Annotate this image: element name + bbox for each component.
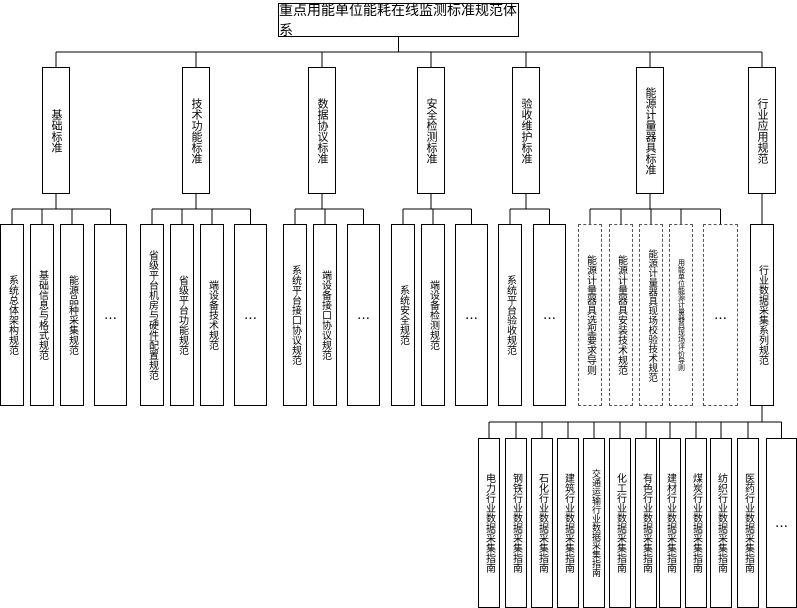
- standard-box: 基础信息与格式规范: [30, 224, 54, 406]
- industry-guide-box: 建材行业数据采集指南: [659, 438, 681, 608]
- standard-label: 端设备检测规范: [427, 280, 439, 350]
- category-label: 验收维护标准: [520, 97, 534, 164]
- standard-label: 省级平台功能规范: [176, 275, 188, 355]
- standard-label: 系统安全规范: [397, 285, 409, 345]
- more-box: …: [766, 438, 797, 608]
- standard-label: 省级平台机房与硬件配置规范: [146, 250, 158, 380]
- category-label: 行业应用规范: [756, 97, 770, 164]
- industry-guide-box: 煤炭行业数据采集指南: [685, 438, 707, 608]
- standard-label: 系统平台接口协议规范: [289, 265, 301, 365]
- industry-guide-box: 纺织行业数据采集指南: [710, 438, 732, 608]
- industry-guide-box: 化工行业数据采集指南: [609, 438, 631, 608]
- standard-label: 行业数据采集系列规范: [756, 265, 768, 365]
- category-label: 基础标准: [50, 108, 64, 153]
- standard-box: 能源品种采集规范: [60, 224, 84, 406]
- standard-box: 系统平台验收规范: [498, 224, 522, 406]
- ellipsis-label: …: [543, 307, 556, 323]
- more-box: …: [533, 224, 566, 406]
- standard-label: 系统总体架构规范: [6, 275, 18, 355]
- ellipsis-label: …: [357, 307, 370, 323]
- guide-label: 医药行业数据采集指南: [742, 473, 754, 573]
- category-acceptance-maintenance: 验收维护标准: [512, 67, 540, 194]
- standard-box: 端设备接口协议规范: [313, 224, 337, 406]
- category-metering-instruments: 能源计量器具标准: [636, 67, 664, 194]
- guide-label: 交通运输行业数据采集指南: [589, 469, 600, 577]
- industry-guide-box: 钢铁行业数据采集指南: [505, 438, 527, 608]
- guide-label: 纺织行业数据采集指南: [715, 473, 727, 573]
- standard-box-dashed: 能源计量器具安装技术规范: [609, 224, 633, 406]
- standard-label: 端设备接口协议规范: [319, 270, 331, 360]
- guide-label: 电力行业数据采集指南: [483, 473, 495, 573]
- standard-box-dashed: 能源计量器具现场校验技术规范: [639, 224, 663, 406]
- standard-label: 能源计量器具安装技术规范: [615, 255, 627, 375]
- ellipsis-label: …: [775, 515, 788, 531]
- category-data-protocol: 数据协议标准: [308, 67, 336, 194]
- guide-label: 有色行业数据采集指南: [640, 473, 652, 573]
- industry-guide-box: 有色行业数据采集指南: [635, 438, 657, 608]
- more-box-dashed: …: [703, 224, 738, 406]
- standard-box-dashed: 用能单位能源计量器具现场评价导则: [669, 224, 693, 406]
- ellipsis-label: …: [465, 307, 478, 323]
- industry-guide-box: 建筑行业数据采集指南: [557, 438, 579, 608]
- standard-label: 能源计量器具现场校验技术规范: [646, 248, 658, 382]
- industry-guide-box: 交通运输行业数据采集指南: [583, 438, 605, 608]
- industry-guide-box: 医药行业数据采集指南: [737, 438, 759, 608]
- standard-box-dashed: 能源计量器具选型要求导则: [578, 224, 602, 406]
- ellipsis-label: …: [244, 307, 257, 323]
- category-technical-function: 技术功能标准: [182, 67, 210, 194]
- standard-label: 用能单位能源计量器具现场评价导则: [677, 259, 686, 371]
- ellipsis-label: …: [104, 307, 117, 323]
- standard-box: 省级平台功能规范: [170, 224, 194, 406]
- standard-box: 省级平台机房与硬件配置规范: [140, 224, 164, 406]
- category-label: 安全检测标准: [425, 97, 439, 164]
- more-box: …: [94, 224, 127, 406]
- root-title: 重点用能单位能耗在线监测标准规范体系: [279, 3, 517, 39]
- industry-guide-box: 电力行业数据采集指南: [478, 438, 500, 608]
- guide-label: 建筑行业数据采集指南: [562, 473, 574, 573]
- root-node: 重点用能单位能耗在线监测标准规范体系: [278, 3, 519, 39]
- more-box: …: [347, 224, 380, 406]
- category-basic: 基础标准: [42, 67, 70, 194]
- guide-label: 煤炭行业数据采集指南: [690, 473, 702, 573]
- standard-box: 系统总体架构规范: [0, 224, 24, 406]
- standard-box: 行业数据采集系列规范: [750, 224, 774, 406]
- guide-label: 建材行业数据采集指南: [664, 473, 676, 573]
- industry-guide-box: 石化行业数据采集指南: [531, 438, 553, 608]
- guide-label: 钢铁行业数据采集指南: [510, 473, 522, 573]
- category-industry-application: 行业应用规范: [748, 67, 776, 194]
- category-label: 技术功能标准: [190, 97, 204, 164]
- category-security-testing: 安全检测标准: [417, 67, 445, 194]
- standard-label: 系统平台验收规范: [504, 275, 516, 355]
- category-label: 能源计量器具标准: [644, 86, 658, 175]
- standard-label: 能源计量器具选型要求导则: [584, 255, 596, 375]
- more-box: …: [455, 224, 488, 406]
- more-box: …: [234, 224, 267, 406]
- standard-box: 端设备检测规范: [421, 224, 445, 406]
- guide-label: 化工行业数据采集指南: [614, 473, 626, 573]
- standard-box: 系统安全规范: [391, 224, 415, 406]
- guide-label: 石化行业数据采集指南: [536, 473, 548, 573]
- ellipsis-label: …: [714, 307, 727, 323]
- standard-box: 系统平台接口协议规范: [283, 224, 307, 406]
- standard-label: 基础信息与格式规范: [36, 270, 48, 360]
- category-label: 数据协议标准: [316, 97, 330, 164]
- standard-label: 端设备技术规范: [206, 280, 218, 350]
- standard-box: 端设备技术规范: [200, 224, 224, 406]
- standard-label: 能源品种采集规范: [66, 275, 78, 355]
